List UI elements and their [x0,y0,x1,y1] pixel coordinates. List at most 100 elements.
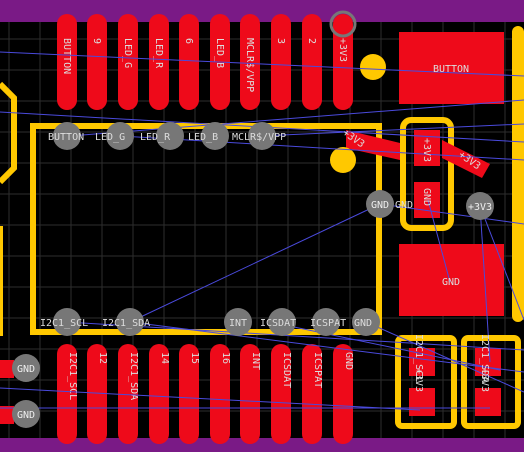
bottom-pad-3[interactable]: 14 [149,344,170,444]
bottom-pad-label: I2C1_SCL [67,352,78,400]
bottom-pad-0[interactable]: I2C1_SCL [57,344,78,444]
module-bottom-via-2[interactable] [224,308,252,336]
module-top-via-1[interactable] [106,122,134,150]
part-pad-right-top[interactable] [475,348,501,376]
pcb-label: MCLR$/VPP [232,132,286,143]
bottom-pad-8[interactable]: ICSPAT [302,344,323,444]
via-3v3[interactable]: +3V3 [466,192,494,220]
top-pad-1[interactable]: 9 [87,14,107,110]
top-pad-2[interactable]: LED_G [118,14,138,110]
pcb-label: LED_B [188,132,218,143]
top-pad-label: BUTTON [61,38,72,74]
via-label: GND [17,410,35,421]
via-label: GND [17,364,35,375]
module-bottom-via-3[interactable] [268,308,296,336]
via-left-gnd-2[interactable]: GND [12,400,40,428]
board-edge-top [0,0,524,22]
bottom-pad-label: 14 [159,352,170,364]
bottom-pad-label: 16 [220,352,231,364]
part-pad-left-top[interactable] [409,348,435,376]
top-pad-label: 9 [91,38,102,44]
pcb-label: ICSDAT [260,318,296,329]
bottom-pad-label: I2C1_SDA [128,352,139,400]
bottom-header-pads[interactable]: I2C1_SCL 12 I2C1_SDA 14 15 16 INT ICSDAT ICSPAT G… [57,344,354,444]
pcb-label: +3V3 [413,368,424,392]
top-pad-label: 2 [306,38,317,44]
trace-3v3-right [442,140,490,178]
top-pad-label: LED_G [122,38,133,68]
pcb-label: I2C1_SDA [102,318,150,329]
module-top-via-4[interactable] [248,122,276,150]
pcb-label: ICSPAT [310,318,346,329]
via-gnd-right[interactable]: GND [366,190,394,218]
labels: BUTTON LED_G LED_R LED_B MCLR$/VPP I2C1_SCL I2… [40,64,490,392]
bottom-pad-1[interactable]: 12 [87,344,108,444]
module-top-via-3[interactable] [201,122,229,150]
module-bottom-via-4[interactable] [312,308,340,336]
mount-dot-2 [330,147,356,173]
bottom-pad-5[interactable]: 16 [210,344,231,444]
pcb-label: GND [421,188,432,206]
top-pad-0[interactable]: BUTTON [57,14,77,110]
top-pad-label: LED_B [214,38,225,68]
bottom-pad-label: ICSPAT [312,352,323,388]
top-pad-4[interactable]: 6 [179,14,199,110]
ratsnest [0,51,524,411]
pcb-label: GND [395,200,413,211]
module-top-via-2[interactable] [156,122,184,150]
top-pad-8[interactable]: 2 [302,14,322,110]
pcb-label: LED_G [95,132,125,143]
bottom-pad-4[interactable]: 15 [179,344,200,444]
capacitor-outline [400,117,454,231]
part-outline-right [461,335,521,429]
top-pad-7[interactable]: 3 [271,14,291,110]
bottom-pad-6[interactable]: INT [240,344,261,444]
module-bottom-via-1[interactable] [116,308,144,336]
via-top-3v3[interactable] [329,10,357,38]
pcb-label: BUTTON [433,64,469,75]
top-pad-label: +3V3 [337,38,348,62]
via-left-gnd-1[interactable]: GND [12,354,40,382]
part-outline-left [395,335,457,429]
top-pad-label: 3 [275,38,286,44]
top-pad-6[interactable]: MCLR$/VPP [240,14,260,110]
pcb-label: I2C1_SCL [40,318,88,329]
via-label: +3V3 [468,202,492,213]
bottom-pad-2[interactable]: I2C1_SDA [118,344,139,444]
mount-dot-1 [360,54,386,80]
module-bottom-via-0[interactable] [53,308,81,336]
left-pad-1[interactable] [0,360,14,378]
top-pad-label: MCLR$/VPP [244,38,255,92]
module-top-via-0[interactable] [53,122,81,150]
top-pad-label: 6 [183,38,194,44]
bottom-pad-label: INT [250,352,261,370]
bottom-pad-9[interactable]: GND [333,344,354,444]
pcb-label: +3V3 [479,368,490,392]
bottom-pad-7[interactable]: ICSDAT [271,344,292,444]
bottom-pad-label: GND [343,352,354,370]
top-pad-9[interactable]: +3V3 [333,14,353,110]
pcb-label: +3V3 [421,138,432,162]
pcb-label: BUTTON [48,132,84,143]
via-label: GND [371,200,389,211]
bottom-pad-label: ICSDAT [281,352,292,388]
board-edge-bottom [0,438,524,452]
bottom-pad-label: 15 [189,352,200,364]
left-component-outline [0,81,17,185]
pcb-label: I2C1_SCL [413,334,424,382]
top-pad-label: LED_R [153,38,164,69]
button-pad[interactable] [399,32,504,104]
part-pad-left-bottom[interactable] [409,388,435,416]
left-pad-2[interactable] [0,406,14,424]
top-pad-3[interactable]: LED_R [149,14,169,110]
pcb-label: LED_R [140,132,171,143]
bottom-pad-label: 12 [97,352,108,364]
pcb-label: GND [442,277,460,288]
pcb-label: I2C1_SDA [479,334,490,382]
pcb-label: GND [354,318,372,329]
top-header-pads[interactable]: BUTTON 9 LED_G LED_R 6 LED_B MCLR$/VPP 3 2 +3V3 [57,10,357,110]
module-bottom-via-5[interactable] [352,308,380,336]
part-pad-right-bottom[interactable] [475,388,501,416]
